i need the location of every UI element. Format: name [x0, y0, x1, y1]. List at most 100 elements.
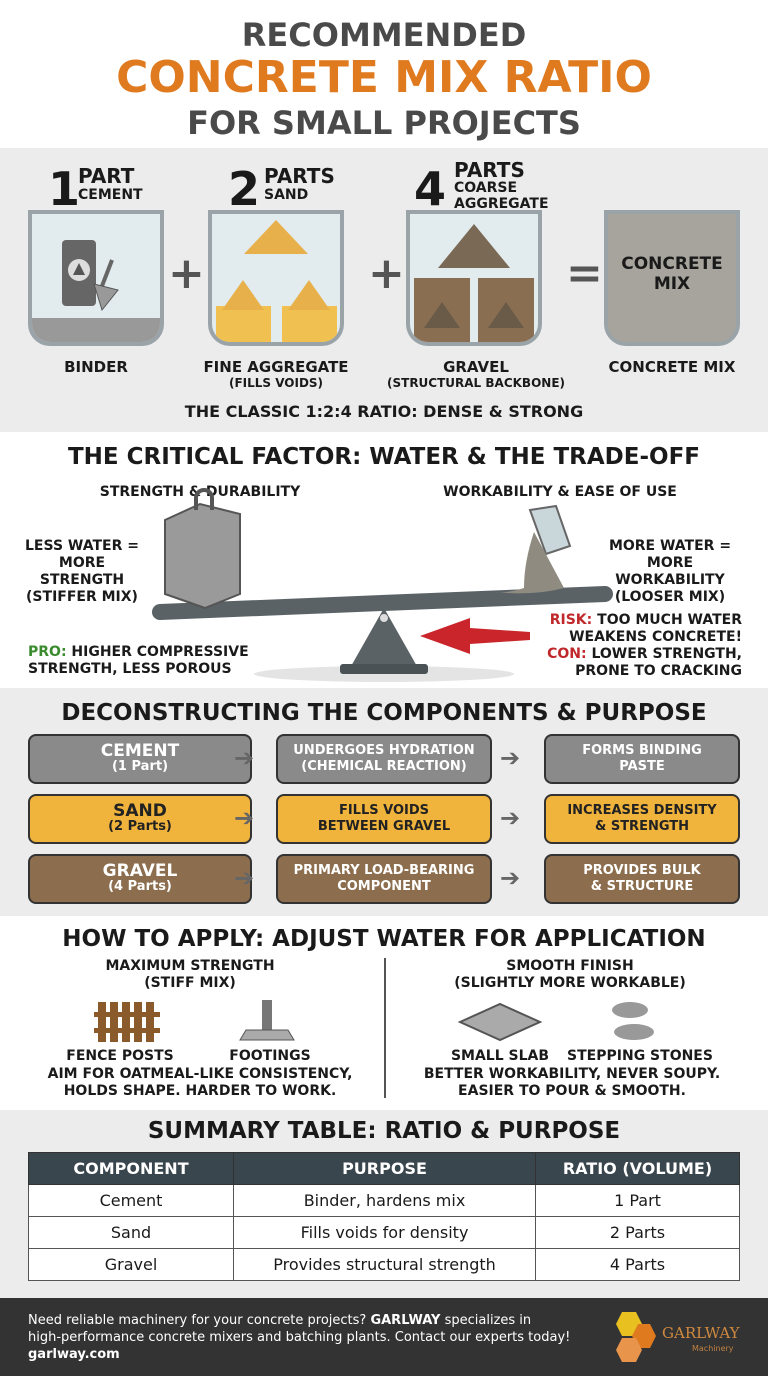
footing-icon: [239, 1000, 295, 1041]
note-line: (LOOSER MIX): [614, 589, 726, 605]
small-slab-label: SMALL SLAB: [450, 1048, 550, 1064]
sand-beaker: [208, 210, 344, 346]
hexagon-logo-icon: [616, 1312, 656, 1362]
summary-title: SUMMARY TABLE: RATIO & PURPOSE: [147, 1118, 621, 1144]
column-header: COMPONENT: [28, 1152, 234, 1185]
tradeoff-title: THE CRITICAL FACTOR: WATER & THE TRADE-O…: [67, 444, 701, 470]
result-line: & STRENGTH: [594, 819, 690, 834]
footings-label: FOOTINGS: [229, 1048, 311, 1064]
cement-name: CEMENT: [78, 187, 143, 203]
cement-beaker: [28, 210, 164, 346]
smooth-finish-heading: SMOOTH FINISH(SLIGHTLY MORE WORKABLE): [420, 958, 720, 992]
process-box: UNDERGOES HYDRATION(CHEMICAL REACTION): [276, 734, 492, 784]
fence-icon: [94, 1002, 160, 1042]
sand-pile-icon: [216, 220, 337, 342]
component-name: SAND: [113, 801, 167, 821]
result-line: FORMS BINDING: [582, 743, 702, 758]
component-parts: (2 Parts): [108, 819, 172, 834]
heading-line: SMOOTH FINISH: [506, 958, 634, 974]
garlway-logo: GARLWAY Machinery: [606, 1310, 742, 1364]
result-line: PASTE: [619, 759, 665, 774]
main-title: CONCRETE MIX RATIO: [116, 52, 652, 103]
equals-sign: =: [566, 248, 603, 299]
component-box: GRAVEL(4 Parts): [28, 854, 252, 904]
stiff-mix-note: AIM FOR OATMEAL-LIKE CONSISTENCY,HOLDS S…: [20, 1066, 380, 1100]
concrete-mix-inside-label: CONCRETE MIX: [621, 254, 723, 294]
footer-line: specializes in: [440, 1313, 532, 1328]
column-header: RATIO (VOLUME): [535, 1152, 740, 1185]
pro-label: PRO:: [28, 644, 67, 660]
gravel-sublabel: (STRUCTURAL BACKBONE): [387, 376, 565, 390]
concrete-mix-label: CONCRETE MIX: [608, 358, 736, 376]
result-line: & STRUCTURE: [590, 879, 694, 894]
concrete-block-icon: [164, 488, 241, 610]
note-line: MORE WATER =: [608, 538, 732, 554]
risk-label: RISK:: [549, 612, 593, 628]
gravel-beaker: [406, 210, 542, 346]
component-parts: (4 Parts): [108, 879, 172, 894]
heading-line: MAXIMUM STRENGTH: [105, 958, 275, 974]
note-line: MORE WORKABILITY: [615, 555, 725, 588]
process-line: FILLS VOIDS: [338, 803, 430, 818]
stepping-stones-icon: [612, 1002, 654, 1040]
risk-text: TOO MUCH WATER: [592, 612, 742, 628]
gravel-name: COARSE AGGREGATE: [454, 180, 549, 212]
more-water-note: MORE WATER =MORE WORKABILITY(LOOSER MIX): [590, 538, 750, 606]
sand-number: 2: [228, 162, 261, 216]
note-line: (STIFFER MIX): [26, 589, 138, 605]
note-line: MORE STRENGTH: [39, 555, 125, 588]
components-section: DECONSTRUCTING THE COMPONENTS & PURPOSE …: [0, 688, 768, 916]
red-arrow-icon: [420, 618, 530, 654]
footer-url-link[interactable]: garlway.com: [28, 1347, 120, 1362]
title-line3: FOR SMALL PROJECTS: [187, 104, 581, 142]
slab-icon: [457, 1002, 543, 1042]
cement-bag-trowel-icon: [32, 240, 160, 342]
con-label: CON:: [547, 646, 587, 662]
process-line: BETWEEN GRAVEL: [317, 819, 451, 834]
concrete-mix-beaker: CONCRETE MIX: [604, 210, 740, 346]
risk-text: WEAKENS CONCRETE!: [569, 629, 742, 645]
component-box: CEMENT(1 Part): [28, 734, 252, 784]
stepping-stones-label: STEPPING STONES: [567, 1048, 713, 1064]
tradeoff-section: THE CRITICAL FACTOR: WATER & THE TRADE-O…: [0, 432, 768, 688]
component-name: GRAVEL: [102, 861, 178, 881]
cement-label: BINDER: [64, 358, 128, 376]
arrow-right-icon: ➔: [234, 744, 255, 772]
heading-line: (SLIGHTLY MORE WORKABLE): [454, 975, 686, 991]
table-cell: Cement: [28, 1184, 234, 1217]
table-cell: Sand: [28, 1216, 234, 1249]
footer-text: Need reliable machinery for your concret…: [28, 1312, 570, 1363]
table-cell: 1 Part: [535, 1184, 740, 1217]
table-cell: 4 Parts: [535, 1248, 740, 1281]
workable-mix-note: BETTER WORKABILITY, NEVER SOUPY.EASIER T…: [392, 1066, 752, 1100]
gravel-label: GRAVEL: [443, 358, 509, 376]
result-line: PROVIDES BULK: [583, 863, 701, 878]
note-line: BETTER WORKABILITY, NEVER SOUPY.: [423, 1066, 721, 1082]
footer-line: Need reliable machinery for your concret…: [28, 1313, 371, 1328]
sand-unit: PARTS: [264, 164, 335, 188]
components-title: DECONSTRUCTING THE COMPONENTS & PURPOSE: [61, 700, 707, 726]
heading-line: (STIFF MIX): [144, 975, 236, 991]
less-water-note: LESS WATER =MORE STRENGTH(STIFFER MIX): [20, 538, 144, 606]
plus-sign: +: [368, 248, 405, 299]
component-name: CEMENT: [100, 741, 180, 761]
result-line: INCREASES DENSITY: [567, 803, 717, 818]
con-text: PRONE TO CRACKING: [575, 663, 742, 679]
table-cell: Provides structural strength: [233, 1248, 536, 1281]
application-icons: [94, 1000, 654, 1042]
sand-sublabel: (FILLS VOIDS): [228, 376, 324, 390]
workability-heading: WORKABILITY & EASE OF USE: [443, 484, 677, 500]
cement-unit: PART: [78, 164, 135, 188]
arrow-right-icon: ➔: [500, 804, 521, 832]
fence-posts-label: FENCE POSTS: [66, 1048, 174, 1064]
ratio-caption: THE CLASSIC 1:2:4 RATIO: DENSE & STRONG: [184, 402, 584, 421]
footer-brand: GARLWAY: [370, 1313, 441, 1328]
logo-subtext: Machinery: [692, 1344, 734, 1353]
apply-section: HOW TO APPLY: ADJUST WATER FOR APPLICATI…: [0, 916, 768, 1110]
table-cell: Gravel: [28, 1248, 234, 1281]
column-header: PURPOSE: [233, 1152, 536, 1185]
note-line: EASIER TO POUR & SMOOTH.: [458, 1083, 686, 1099]
